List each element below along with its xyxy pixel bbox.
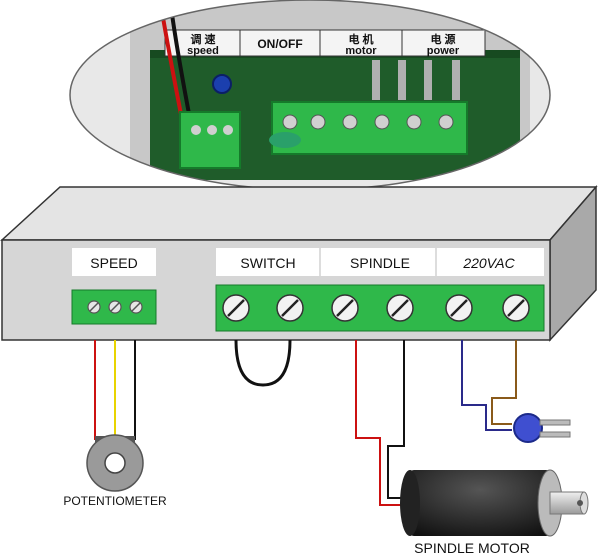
spindle-wire-black <box>387 340 410 499</box>
ac-wire-blue <box>461 340 512 431</box>
trim-pot-icon <box>212 74 232 94</box>
speed-label: SPEED <box>90 255 137 271</box>
strip-en-power: power <box>427 45 460 57</box>
board-speed-connector <box>179 111 241 169</box>
spindle-motor-label: SPINDLE MOTOR <box>414 540 530 556</box>
switch-label: SWITCH <box>240 255 295 271</box>
box-top-face <box>0 186 598 241</box>
spindle-label: SPINDLE <box>350 255 410 271</box>
terminal-block <box>215 284 545 332</box>
strip-cn-motor: 电 机 <box>348 32 373 46</box>
strip-cn-speed: 调 速 <box>190 32 215 46</box>
spindle-motor: SPINDLE MOTOR <box>400 469 589 556</box>
power-plug <box>513 413 571 443</box>
strip-cn-power: 电 源 <box>430 32 455 46</box>
strip-en-motor: motor <box>345 45 377 57</box>
potentiometer-label: POTENTIOMETER <box>63 494 167 508</box>
spindle-wire-red <box>355 340 410 506</box>
board-terminal-block <box>271 101 468 155</box>
photo-inset: 调 速 speed ON/OFF 电 机 motor 电 源 power <box>69 0 551 191</box>
potentiometer: POTENTIOMETER <box>63 434 167 508</box>
spindle-motor-icon <box>410 470 550 536</box>
wires <box>94 339 517 506</box>
strip-en-speed: speed <box>187 45 219 57</box>
terminal-label-strip <box>216 248 544 276</box>
strip-en-onoff: ON/OFF <box>257 37 302 51</box>
power-label: 220VAC <box>462 255 515 271</box>
speed-label-box <box>72 248 156 276</box>
photo-label-strip <box>164 29 486 57</box>
ac-wire-brown <box>491 340 517 425</box>
switch-jumper-wire <box>234 339 292 387</box>
controller-box: SPEED SWITCH SPINDLE 220VAC <box>0 184 598 342</box>
power-plug-icon <box>513 413 543 443</box>
